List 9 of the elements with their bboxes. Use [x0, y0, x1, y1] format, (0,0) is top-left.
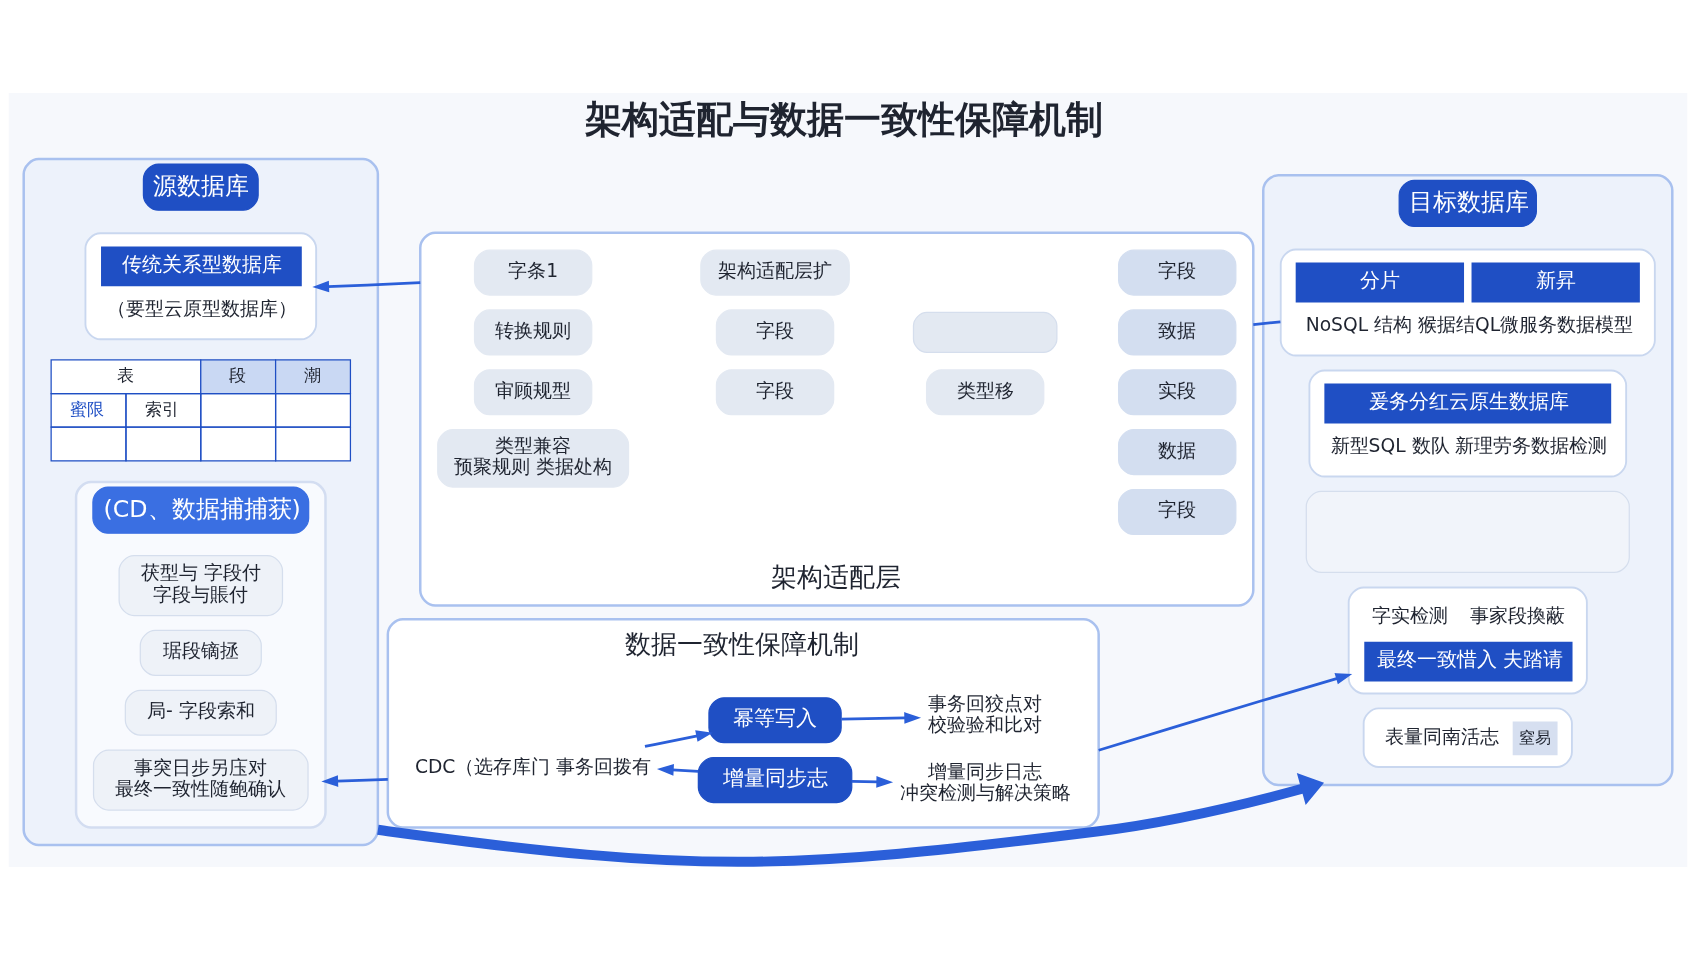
label: 索引: [145, 398, 180, 419]
label: 蜜限: [70, 398, 105, 419]
node-text: 事务回狡点对 校验验和比对: [928, 693, 1043, 736]
label: 潮: [303, 365, 321, 386]
node-text: 增量同步日志 冲突检测与解决策略: [899, 760, 1071, 803]
diagram-title: 架构适配与数据一致性保障机制: [585, 96, 1104, 141]
label: 段: [228, 365, 246, 386]
node-text: CDC（选存库门 事务回拨有: [414, 756, 652, 778]
label: 表: [116, 365, 134, 386]
